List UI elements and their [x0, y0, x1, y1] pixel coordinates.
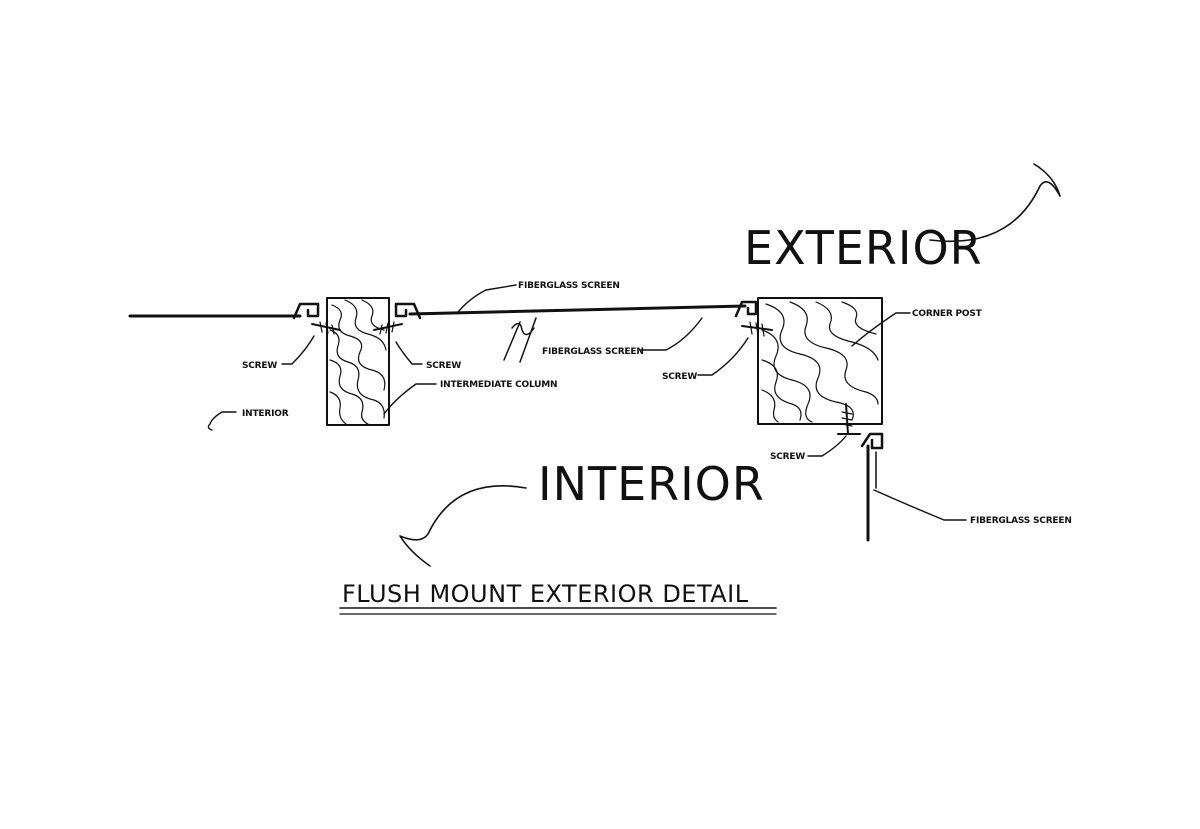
- corner-post-label: CORNER POST: [912, 309, 983, 319]
- drawing-title: FLUSH MOUNT EXTERIOR DETAIL: [342, 580, 749, 608]
- intermediate-column: [326, 297, 390, 426]
- interior-label: INTERIOR: [538, 457, 765, 511]
- interior-small-label: INTERIOR: [242, 409, 289, 419]
- fiberglass-screen-horizontal: [128, 304, 747, 363]
- exterior-label: EXTERIOR: [744, 221, 983, 275]
- screw-label: SCREW: [662, 372, 697, 382]
- title-underline: [339, 607, 777, 615]
- screw-label: SCREW: [242, 361, 277, 371]
- fiberglass-screen-top-label: FIBERGLASS SCREEN: [518, 281, 620, 291]
- leader-lines: [207, 284, 967, 521]
- intermediate-column-label: INTERMEDIATE COLUMN: [440, 380, 557, 390]
- corner-post: [757, 297, 883, 425]
- screw-label: SCREW: [770, 452, 805, 462]
- screws: [311, 321, 861, 435]
- fiberglass-screen-side-label: FIBERGLASS SCREEN: [970, 516, 1072, 526]
- region-swooshes: [399, 163, 1061, 567]
- screen-clips: [292, 300, 884, 450]
- fiberglass-screen-mid-label: FIBERGLASS SCREEN: [542, 347, 644, 357]
- fiberglass-screen-vertical: [866, 444, 877, 542]
- screw-label: SCREW: [426, 361, 461, 371]
